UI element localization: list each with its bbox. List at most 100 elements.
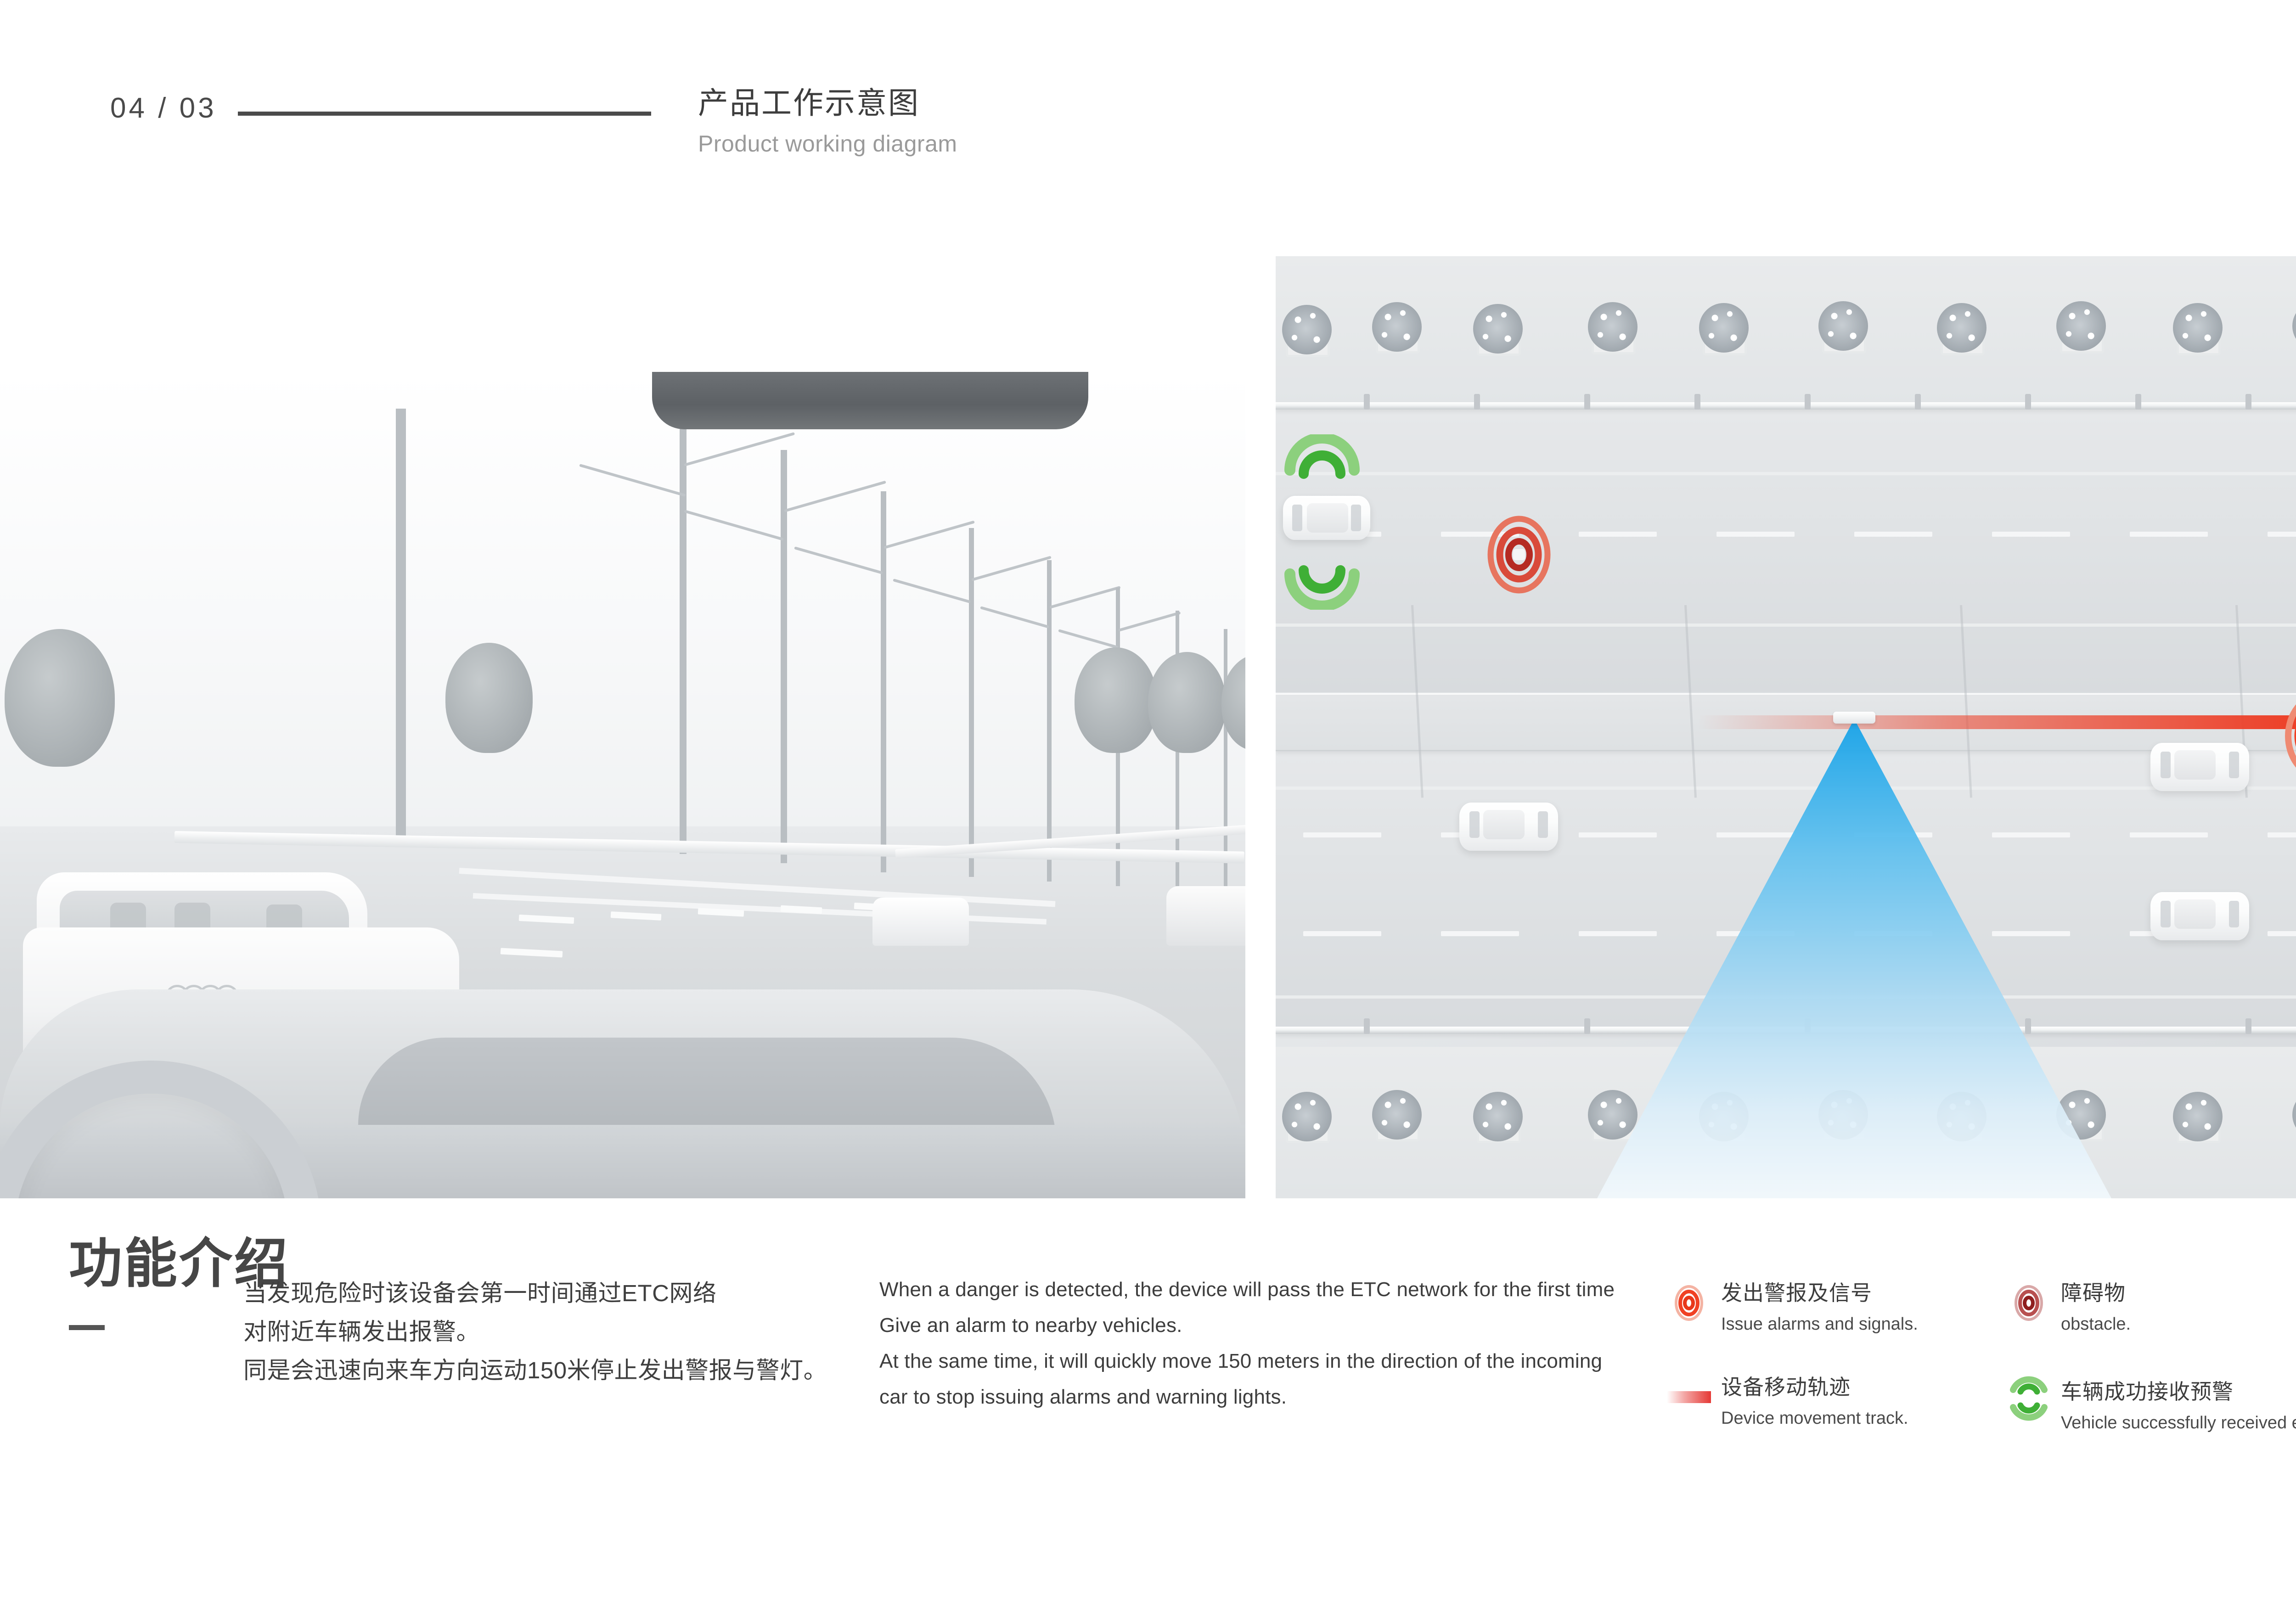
lane-dash (1303, 832, 1381, 837)
lane-dash (1579, 931, 1657, 936)
roadside-tree-aerial (2173, 303, 2223, 353)
rearview-mirror (652, 372, 1088, 429)
guardrail-post (2135, 394, 2141, 410)
roadside-tree (445, 643, 533, 753)
vehicle-rear-window (2229, 752, 2239, 778)
description-line-cn: 同是会迅速向来车方向运动150米停止发出警报与警灯。 (243, 1357, 827, 1383)
vehicle-roof (1483, 810, 1525, 839)
vehicle-rear-window (1351, 505, 1361, 531)
lane-line-solid (1276, 472, 2296, 475)
guardrail-post (1584, 394, 1590, 410)
distant-vehicle (872, 898, 969, 946)
roadside-tree-aerial (1699, 303, 1749, 353)
aerial-road-diagram (1276, 256, 2296, 1198)
roadside-tree (1148, 652, 1226, 753)
roadside-tree-aerial (1473, 1092, 1523, 1141)
vehicle-aerial (1459, 803, 1558, 851)
page-number: 04 / 03 (110, 92, 217, 124)
legend-text: 设备移动轨迹 Device movement track. (1721, 1375, 1908, 1429)
roadside-tree-aerial (1588, 1090, 1638, 1140)
legend-label-cn: 发出警报及信号 (1721, 1281, 1872, 1305)
guardrail-post (2245, 394, 2251, 410)
carriageway-north (1276, 408, 2296, 692)
alarm-target-marker (1469, 495, 1570, 614)
device-alarm-marker (2263, 669, 2296, 803)
vehicle-windshield (2161, 901, 2171, 927)
lane-dash (1992, 532, 2070, 537)
header-title-block: 产品工作示意图 Product working diagram (698, 85, 957, 157)
guardrail-post (1474, 394, 1480, 410)
page-header: 04 / 03 产品工作示意图 Product working diagram … (0, 0, 2296, 230)
legend-label-cn: 车辆成功接收预警 (2061, 1380, 2234, 1404)
description-paragraph-cn: 当发现危险时该设备会第一时间通过ETC网络 对附近车辆发出报警。 同是会迅速向来… (243, 1274, 840, 1390)
light-pole (396, 409, 406, 836)
header-divider-rule (238, 112, 651, 116)
guardrail-top (1276, 402, 2296, 410)
green-signal-icon (2010, 1376, 2048, 1421)
green-signal-lower-left (1283, 532, 1361, 612)
vehicle-aerial (1283, 496, 1370, 540)
legend-icon-wrap (2007, 1370, 2051, 1426)
guardrail-post (1694, 394, 1700, 410)
legend-icon-wrap (1667, 1375, 1711, 1419)
red-target-icon (2285, 704, 2296, 768)
vehicle-windshield (1469, 811, 1480, 838)
description-line-en: Give an alarm to nearby vehicles. (879, 1314, 1182, 1337)
roadside-tree-aerial (1937, 303, 1986, 353)
legend-item-vehicle-received: 车辆成功接收预警 Vehicle successfully received e… (2007, 1370, 2296, 1433)
roadside-tree-aerial (1282, 305, 1332, 354)
roadside-tree-aerial (1372, 1090, 1422, 1140)
lane-dash (1579, 532, 1657, 537)
vehicle-windshield (1292, 505, 1302, 531)
lane-dash (1992, 832, 2070, 837)
vehicle-rear-window (1538, 811, 1548, 838)
guardrail-post (1364, 394, 1370, 410)
description-line-cn: 对附近车辆发出报警。 (243, 1319, 480, 1345)
roadside-tree-aerial (2056, 301, 2106, 351)
vehicle-roof (2174, 899, 2216, 929)
lane-dash (1441, 931, 1519, 936)
legend-text: 发出警报及信号 Issue alarms and signals. (1721, 1281, 1918, 1335)
lane-dash (1579, 832, 1657, 837)
device-movement-track (1698, 715, 2296, 729)
legend-icon-wrap (2007, 1281, 2051, 1325)
lane-dash (1716, 532, 1795, 537)
vehicle-roof (2174, 750, 2216, 780)
description-line-en: At the same time, it will quickly move 1… (879, 1350, 1603, 1372)
bottom-content: 功能介绍 当发现危险时该设备会第一时间通过ETC网络 对附近车辆发出报警。 同是… (0, 1198, 2296, 1612)
lane-line-solid (1276, 623, 2296, 627)
roadside-tree-aerial (2173, 1092, 2223, 1141)
legend-icon-wrap (1667, 1281, 1711, 1325)
legend-label-en: Vehicle successfully received early warn… (2061, 1413, 2296, 1432)
roadside-tree (1075, 647, 1157, 753)
legend-label-cn: 障碍物 (2061, 1281, 2126, 1305)
vehicle-aerial (2150, 892, 2249, 940)
section-heading: 功能介绍 (69, 1234, 289, 1293)
detection-device (1833, 712, 1875, 724)
roadside-tree (5, 629, 115, 767)
guardrail-post (2025, 1018, 2031, 1034)
guardrail-post (2245, 1018, 2251, 1034)
vehicle-aerial (2150, 743, 2249, 791)
sky-region (0, 372, 1245, 884)
roadside-tree-aerial (1282, 1092, 1332, 1141)
legend-item-issue-alarms: 发出警报及信号 Issue alarms and signals. (1667, 1281, 1918, 1335)
lane-dash (1854, 532, 1932, 537)
light-pole (1047, 560, 1052, 882)
legend-label-en: Device movement track. (1721, 1408, 1908, 1428)
vehicle-roof (1307, 503, 1348, 533)
guardrail-post (2025, 394, 2031, 410)
dark-red-target-icon (2015, 1285, 2043, 1321)
legend-label-en: obstacle. (2061, 1314, 2131, 1334)
verge-top (1276, 256, 2296, 408)
legend-text: 障碍物 obstacle. (2061, 1281, 2131, 1335)
lane-dash (2130, 832, 2208, 837)
red-target-icon (1487, 516, 1551, 594)
light-pole (1224, 629, 1227, 886)
light-pole (969, 528, 974, 877)
page-title-en: Product working diagram (698, 131, 957, 157)
legend-item-movement-track: 设备移动轨迹 Device movement track. (1667, 1375, 1908, 1429)
page-title-cn: 产品工作示意图 (698, 86, 920, 120)
description-line-en: car to stop issuing alarms and warning l… (879, 1386, 1287, 1408)
lane-dash (2268, 931, 2296, 936)
